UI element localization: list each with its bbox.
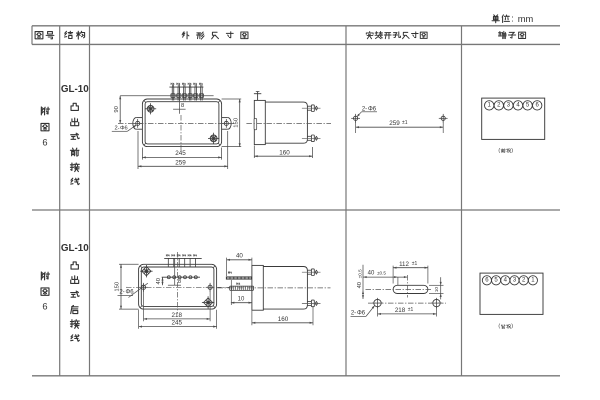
svg-text:±0.5: ±0.5 [358, 269, 363, 278]
svg-text:2-: 2- [351, 310, 356, 316]
svg-text:1: 1 [531, 278, 535, 284]
svg-text:Φ6: Φ6 [357, 310, 366, 316]
svg-text:218: 218 [172, 312, 183, 319]
svg-text:1: 1 [488, 103, 492, 109]
svg-text:259: 259 [389, 120, 400, 127]
svg-text:2-: 2- [362, 106, 367, 112]
svg-text:Φ6: Φ6 [368, 106, 377, 112]
svg-text:GL-10: GL-10 [61, 243, 89, 254]
svg-text:150: 150 [234, 117, 240, 128]
svg-text:5: 5 [494, 278, 498, 284]
svg-text:): ) [511, 148, 513, 154]
svg-text:±1: ±1 [412, 261, 418, 267]
svg-text:245: 245 [175, 150, 186, 157]
svg-text:6: 6 [485, 278, 489, 284]
svg-text:40: 40 [357, 282, 363, 288]
svg-text:±1: ±1 [408, 307, 414, 313]
svg-text:Φ6: Φ6 [125, 290, 134, 296]
svg-text:Φ6: Φ6 [120, 126, 128, 132]
svg-text:3: 3 [507, 103, 511, 109]
svg-text:mm: mm [518, 14, 534, 24]
svg-text:218: 218 [395, 307, 406, 314]
svg-text:245: 245 [172, 320, 183, 327]
svg-text:112: 112 [399, 261, 409, 268]
svg-text:160: 160 [278, 316, 289, 323]
svg-text:6: 6 [42, 302, 47, 312]
svg-text:(: ( [498, 324, 500, 330]
svg-text:): ) [511, 324, 513, 330]
svg-text::: : [511, 14, 514, 24]
svg-text:±0.5: ±0.5 [377, 271, 386, 276]
svg-text:40: 40 [236, 253, 243, 260]
svg-text:4: 4 [504, 278, 508, 284]
svg-text:5: 5 [526, 103, 530, 109]
svg-text:2: 2 [497, 103, 501, 109]
svg-text:259: 259 [175, 160, 186, 167]
svg-text:2: 2 [522, 278, 526, 284]
svg-text:8: 8 [181, 103, 184, 109]
svg-text:6: 6 [536, 103, 540, 109]
svg-text:GL-10: GL-10 [61, 84, 89, 95]
svg-text:160: 160 [279, 149, 290, 156]
svg-text:10: 10 [238, 297, 245, 303]
svg-text:2-: 2- [119, 290, 124, 296]
svg-text:3: 3 [513, 278, 517, 284]
svg-text:4: 4 [516, 103, 520, 109]
svg-text:2-: 2- [114, 126, 119, 132]
svg-text:(: ( [498, 148, 500, 154]
svg-text:6: 6 [42, 137, 47, 147]
svg-text:8: 8 [178, 279, 181, 285]
svg-text:40: 40 [368, 271, 375, 277]
svg-text:±1: ±1 [402, 120, 408, 126]
svg-text:90: 90 [114, 105, 120, 112]
svg-text:150: 150 [114, 281, 120, 292]
svg-text:40: 40 [156, 278, 162, 284]
svg-text:10: 10 [434, 287, 440, 293]
